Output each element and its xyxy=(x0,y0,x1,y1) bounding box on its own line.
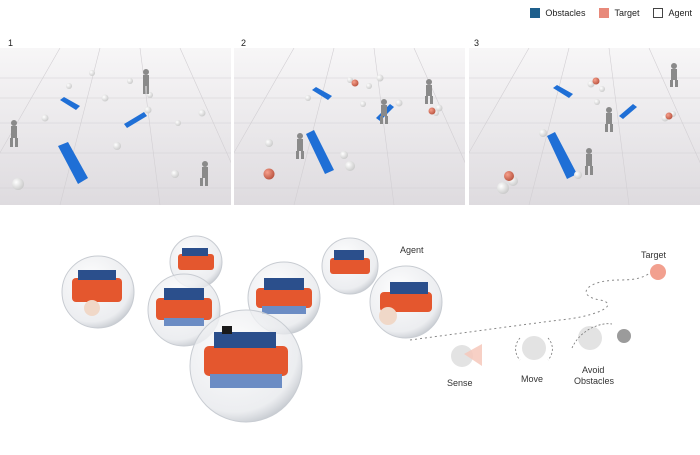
robot-sphere-agent xyxy=(369,265,443,339)
trajectory-path xyxy=(409,271,653,341)
agents xyxy=(12,70,206,190)
robot-diagram: Agent Target Sense Move Avoid Obstacles xyxy=(0,220,700,455)
panel-number-1: 1 xyxy=(8,38,14,48)
simulation-panel-3 xyxy=(469,48,700,205)
humans xyxy=(296,79,433,159)
legend-item-obstacles: Obstacles xyxy=(530,8,585,18)
agent-label: Agent xyxy=(400,245,424,255)
targets xyxy=(263,79,436,180)
sense-icon xyxy=(451,344,482,367)
targets xyxy=(504,77,673,181)
move-icon xyxy=(515,336,553,361)
legend-label-agent: Agent xyxy=(668,8,692,18)
avoid-label-line1: Avoid xyxy=(582,365,605,375)
robot-sphere-5 xyxy=(321,237,379,295)
obstacles xyxy=(547,85,637,179)
robot-sphere-1 xyxy=(61,255,135,329)
floor xyxy=(0,48,231,205)
panel-number-2: 2 xyxy=(241,38,247,48)
legend-label-target: Target xyxy=(614,8,640,18)
agent-swatch xyxy=(653,8,664,18)
legend-label-obstacles: Obstacles xyxy=(545,8,586,18)
simulation-panel-2 xyxy=(234,48,465,205)
floor xyxy=(469,48,700,205)
target-swatch xyxy=(599,8,610,18)
simulation-panel-1 xyxy=(0,48,231,205)
robot-sphere-3 xyxy=(147,273,221,347)
robot-sphere-front xyxy=(189,309,303,423)
humans xyxy=(585,63,678,175)
humans xyxy=(10,69,208,186)
sense-label: Sense xyxy=(447,378,473,388)
panel-number-3: 3 xyxy=(474,38,480,48)
obstacles xyxy=(58,97,147,184)
avoid-obstacles-icon xyxy=(571,323,631,350)
grid xyxy=(469,48,700,205)
legend-item-target: Target xyxy=(599,8,639,18)
obstacles-swatch xyxy=(530,8,541,18)
legend-item-agent: Agent xyxy=(653,8,692,18)
move-label: Move xyxy=(521,374,544,384)
legend: Obstacles Target Agent xyxy=(530,8,692,18)
target-label: Target xyxy=(641,250,667,260)
avoid-label-line2: Obstacles xyxy=(574,376,615,386)
agents xyxy=(265,74,443,171)
target-dot xyxy=(650,264,666,280)
floor xyxy=(234,48,465,205)
